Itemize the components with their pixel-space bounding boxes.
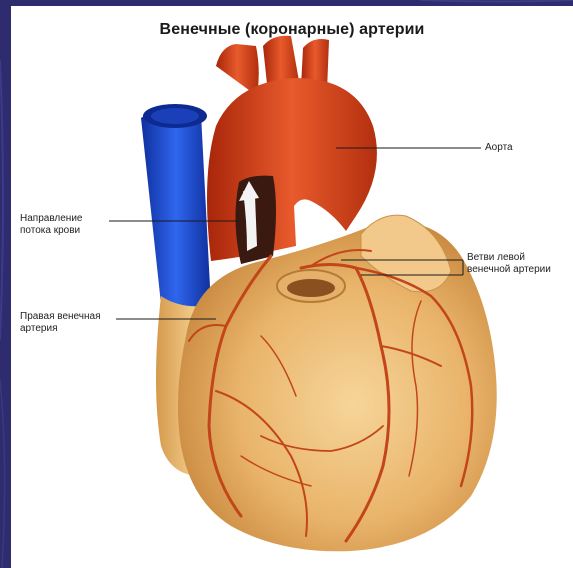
label-blood-flow-line2: потока крови — [20, 225, 82, 237]
diagram-panel: Венечные (коронарные) артерии — [11, 6, 573, 568]
label-left-coronary-line2: венечной артерии — [467, 264, 551, 276]
label-blood-flow-line1: Направление — [20, 213, 82, 225]
pulmonary-opening — [277, 270, 345, 302]
label-left-coronary-branches: Ветви левой венечной артерии — [467, 252, 551, 276]
heart-illustration — [11, 6, 573, 568]
aorta — [207, 36, 377, 264]
label-aorta-text: Аорта — [485, 142, 513, 153]
label-right-coronary-line1: Правая венечная — [20, 311, 101, 323]
label-left-coronary-line1: Ветви левой — [467, 252, 551, 264]
label-aorta: Аорта — [485, 142, 513, 154]
label-blood-flow: Направление потока крови — [20, 213, 82, 237]
vena-cava — [141, 104, 211, 311]
label-right-coronary-line2: артерия — [20, 323, 101, 335]
label-right-coronary-artery: Правая венечная артерия — [20, 311, 101, 335]
